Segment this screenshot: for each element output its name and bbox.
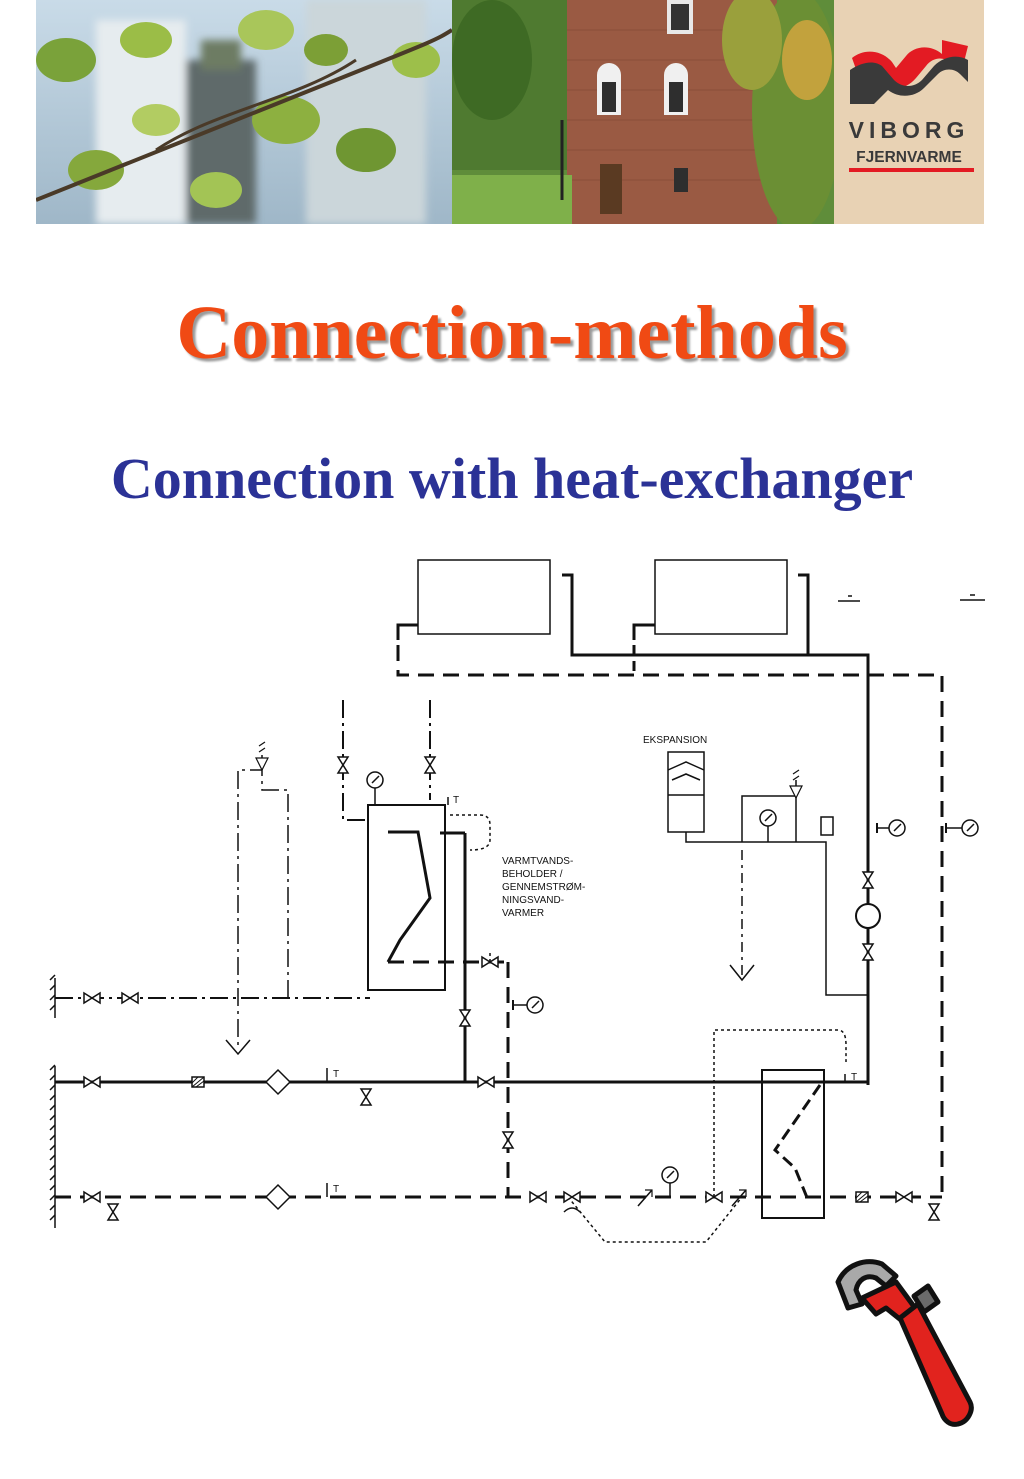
- radiator-1: [417, 559, 551, 635]
- label-expansion: EKSPANSION: [643, 735, 707, 746]
- pipe-wrench-icon: [835, 1259, 974, 1427]
- label-tank-line-4: NINGSVAND-: [502, 895, 564, 906]
- circulation-pump: [855, 903, 881, 929]
- page-title: Connection-methods: [176, 291, 848, 375]
- logo-text-fjernvarme: FJERNVARME: [856, 149, 962, 166]
- heat-exchanger: [761, 1069, 825, 1219]
- label-tank-line-2: BEHOLDER /: [502, 869, 563, 880]
- radiator-2: [654, 559, 788, 635]
- label-t-return: T: [333, 1184, 339, 1195]
- label-t-tank: T: [453, 795, 459, 806]
- heat-exchanger-connection-diagram: EKSPANSION VARMTVANDS- BEHOLDER / GENNEM…: [49, 559, 985, 1243]
- page-subtitle: Connection with heat-exchanger: [110, 446, 914, 511]
- label-t-exchanger: T: [851, 1072, 857, 1083]
- label-t-supply: T: [333, 1069, 339, 1080]
- expansion-tank: [667, 751, 705, 833]
- brick-building-photo: [452, 0, 834, 224]
- viborg-fjernvarme-logo: VIBORG FJERNVARME: [834, 0, 984, 224]
- label-tank-line-5: VARMER: [502, 908, 544, 919]
- logo-text-viborg: VIBORG: [849, 117, 970, 143]
- label-tank-line-1: VARMTVANDS-: [502, 856, 573, 867]
- label-tank-line-3: GENNEMSTRØM-: [502, 882, 585, 893]
- header-banner: VIBORG FJERNVARME: [36, 0, 984, 224]
- hot-water-tank: [367, 804, 446, 991]
- tree-photo: [36, 0, 452, 224]
